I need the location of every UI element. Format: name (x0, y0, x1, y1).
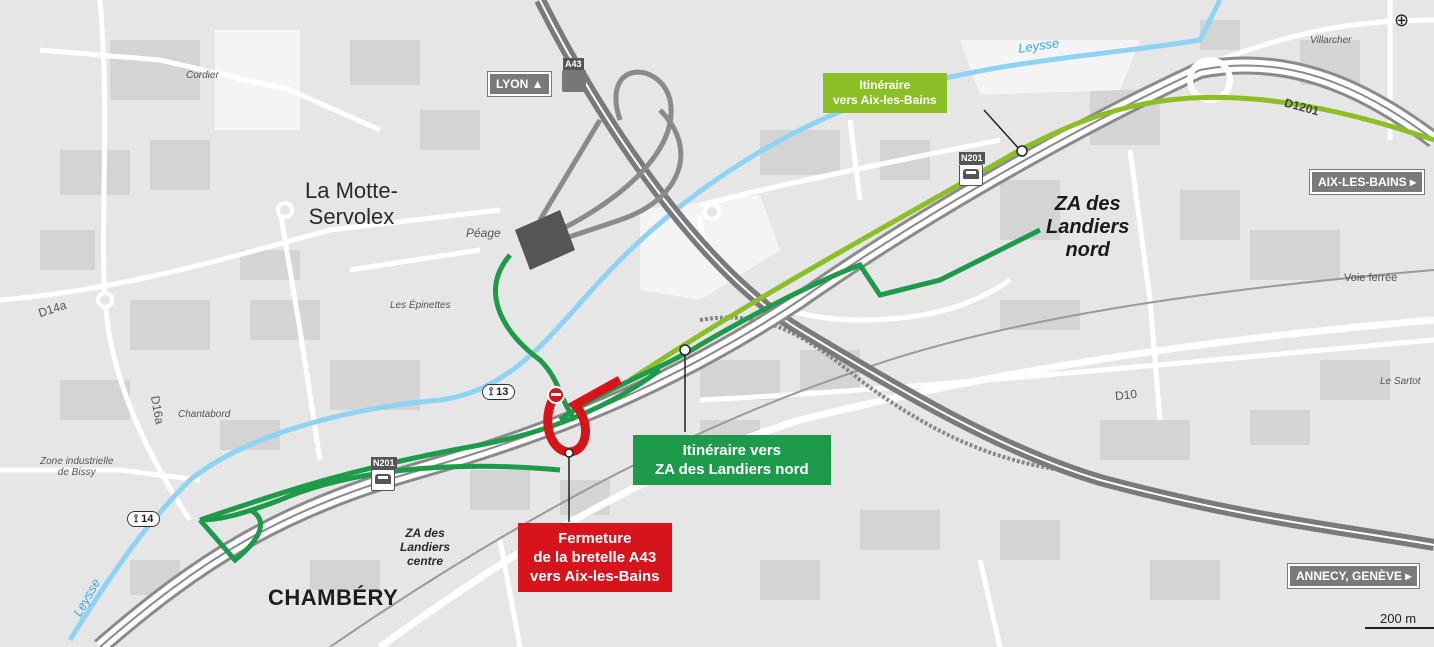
road-d10: D10 (1114, 386, 1138, 404)
scale-label: 200 m (1380, 611, 1417, 626)
place-cordier: Cordier (186, 70, 219, 81)
toll-plaza (515, 210, 575, 270)
a43-interchange (537, 69, 684, 243)
arrow-right-icon: ▸ (1410, 175, 1417, 189)
callout-leaders (564, 109, 1028, 522)
place-zone-bissy: Zone industrielle de Bissy (40, 456, 114, 478)
sign-aix-les-bains: AIX-LES-BAINS ▸ (1308, 169, 1426, 195)
arrow-right-icon: ▸ (1405, 569, 1412, 583)
motorway-icon (562, 70, 586, 92)
place-peage: Péage (466, 226, 501, 240)
sign-lyon: LYON ▲ (486, 71, 553, 97)
badge-a43: A43 (563, 58, 584, 70)
callout-closure: Fermeture de la bretelle A43 vers Aix-le… (518, 523, 672, 592)
exit-14: ⟟ 14 (127, 511, 161, 527)
d10-road (377, 316, 1434, 647)
place-motte-servolex: La Motte- Servolex (305, 178, 398, 229)
place-epinettes: Les Épinettes (390, 300, 451, 311)
railway-branch (699, 315, 1061, 472)
roundabout-landiers (703, 203, 721, 221)
callout-za-route: Itinéraire vers ZA des Landiers nord (633, 435, 831, 485)
arrow-up-icon: ▲ (531, 77, 544, 91)
roundabout-west (96, 291, 114, 309)
sign-annecy-geneve: ANNECY, GENÈVE ▸ (1286, 563, 1421, 589)
exit-icon: ⟟ (489, 386, 494, 398)
roundabout-motte (276, 201, 294, 219)
exit-icon: ⟟ (134, 513, 139, 525)
a43-centerline (539, 0, 1434, 546)
badge-n201-east: N201 (959, 152, 985, 164)
no-entry-bar (551, 393, 561, 396)
road-voie-ferree: Voie ferrée (1344, 272, 1398, 284)
car-icon-west (371, 469, 395, 491)
zone-landiers-nord: ZA des Landiers nord (1046, 193, 1130, 261)
place-chantabord: Chantabord (178, 409, 231, 420)
exit-13: ⟟ 13 (482, 384, 516, 400)
city-chambery: CHAMBÉRY (268, 585, 399, 610)
n201-median (99, 64, 1434, 647)
railway (329, 269, 1434, 647)
place-villarcher: Villarcher (1310, 35, 1352, 46)
leysse-river (67, 0, 1223, 642)
building-blocks (40, 20, 1390, 600)
badge-n201-west: N201 (371, 457, 397, 469)
zone-landiers-centre: ZA des Landiers centre (400, 526, 451, 568)
place-le-sartot: Le Sartot (1380, 376, 1421, 387)
compass-icon: ⊕ (1394, 10, 1410, 30)
car-icon-east (959, 164, 983, 186)
callout-aix-route: Itinéraire vers Aix-les-Bains (823, 73, 947, 113)
